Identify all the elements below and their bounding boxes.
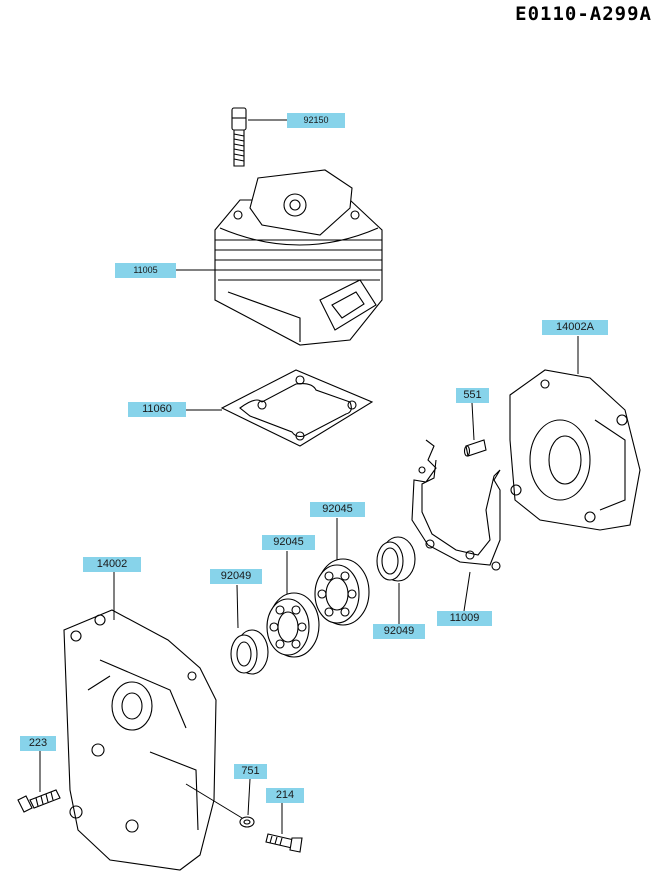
- callout-11009[interactable]: 11009: [437, 611, 492, 626]
- cylinder: [214, 169, 383, 346]
- diagram-code: E0110-A299A: [515, 3, 652, 25]
- callout-751[interactable]: 751: [234, 764, 267, 779]
- callout-92045-lower[interactable]: 92045: [262, 535, 315, 550]
- callout-223[interactable]: 223: [20, 736, 56, 751]
- callout-92049-left[interactable]: 92049: [210, 569, 262, 584]
- crankcase-left-half: [63, 609, 217, 871]
- callout-92049-right[interactable]: 92049: [373, 624, 425, 639]
- dowel-pin: [463, 439, 487, 457]
- callout-92045-upper[interactable]: 92045: [310, 502, 365, 517]
- callout-551[interactable]: 551: [456, 388, 489, 403]
- cylinder-bolt: [231, 107, 247, 167]
- oil-seal-right: [376, 536, 416, 582]
- small-screw: [265, 833, 303, 853]
- washer: [239, 816, 255, 828]
- crankcase-screw: [17, 789, 61, 813]
- ball-bearing-lower: [266, 592, 320, 658]
- callout-11060[interactable]: 11060: [128, 402, 186, 417]
- ball-bearing-upper: [314, 558, 370, 626]
- cylinder-gasket: [220, 369, 374, 447]
- crankcase-right-half: [509, 369, 641, 531]
- callout-14002A[interactable]: 14002A: [542, 320, 608, 335]
- callout-11005[interactable]: 11005: [115, 263, 176, 278]
- callout-92150[interactable]: 92150: [287, 113, 345, 128]
- crankcase-gasket: [411, 439, 501, 571]
- callout-214[interactable]: 214: [266, 788, 304, 803]
- callout-14002[interactable]: 14002: [83, 557, 141, 572]
- oil-seal-left: [230, 629, 269, 675]
